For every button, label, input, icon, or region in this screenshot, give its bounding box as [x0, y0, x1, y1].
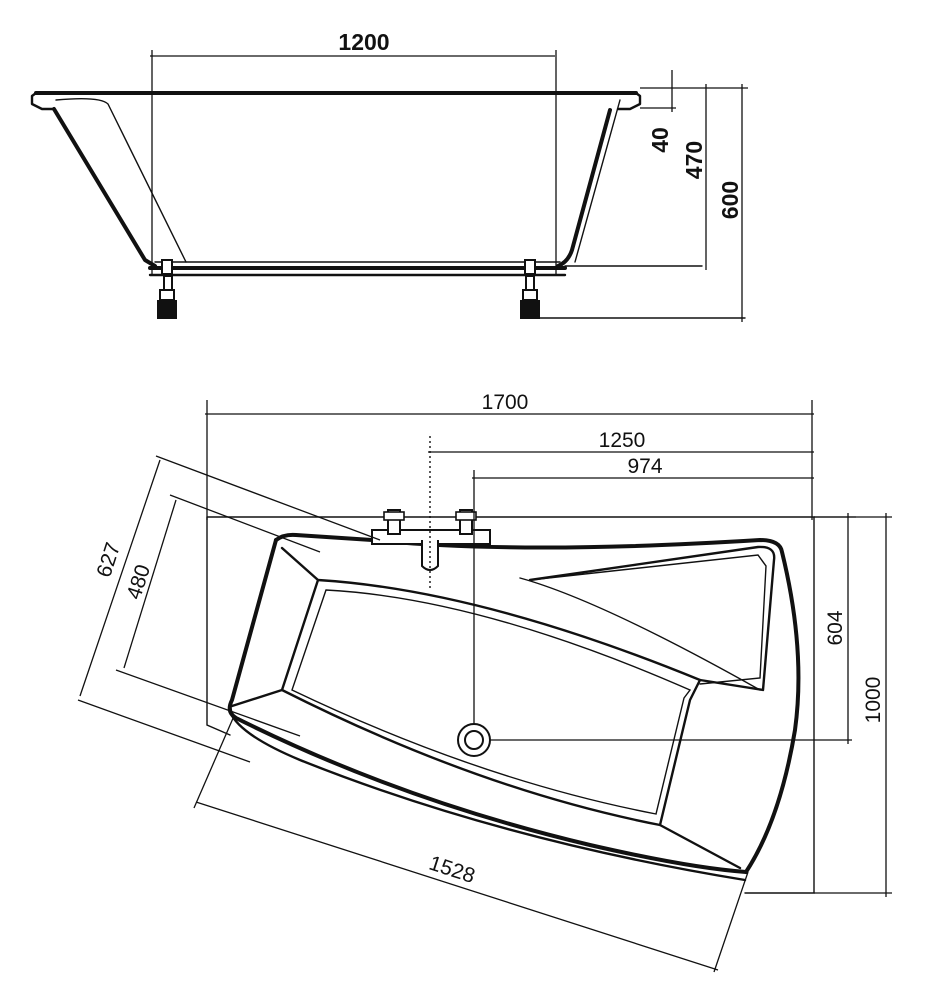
dimension-label-470: 470: [681, 141, 707, 179]
dimension-974: 974: [472, 455, 814, 479]
dimension-1200: 1200: [150, 29, 557, 275]
dimension-label-40: 40: [647, 127, 673, 153]
dimension-label-627: 627: [92, 540, 125, 580]
dimension-label-1528: 1528: [426, 852, 478, 888]
side-view-tub-body: [30, 91, 703, 277]
dimension-480: 480: [115, 494, 321, 737]
top-view-drain: [457, 470, 852, 757]
dimension-label-480: 480: [122, 562, 155, 602]
top-view-faucet: [371, 436, 491, 590]
top-view-inner-basin: [230, 545, 776, 870]
dimension-label-1250: 1250: [599, 429, 646, 452]
side-view: 1200 40 470 600: [30, 29, 748, 322]
dimension-1700: 1700: [205, 391, 814, 520]
dimension-604: 604: [814, 513, 856, 744]
side-view-right-foot: [520, 259, 746, 319]
dimension-label-974: 974: [627, 455, 662, 478]
dimension-label-1700: 1700: [482, 391, 529, 414]
side-view-height-dimensions: 40 470 600: [640, 70, 748, 322]
top-view-bounding-box: [206, 516, 815, 894]
dimension-1250: 1250: [428, 429, 814, 453]
dimension-label-600: 600: [717, 181, 743, 219]
dimension-1000: 1000: [814, 513, 892, 897]
dimension-label-604: 604: [824, 610, 847, 645]
side-view-left-foot: [157, 259, 177, 319]
dimension-label-1000: 1000: [862, 677, 885, 724]
top-view: 1700 1250 974 604 1000: [77, 391, 892, 973]
dimension-label-1200: 1200: [338, 29, 389, 55]
